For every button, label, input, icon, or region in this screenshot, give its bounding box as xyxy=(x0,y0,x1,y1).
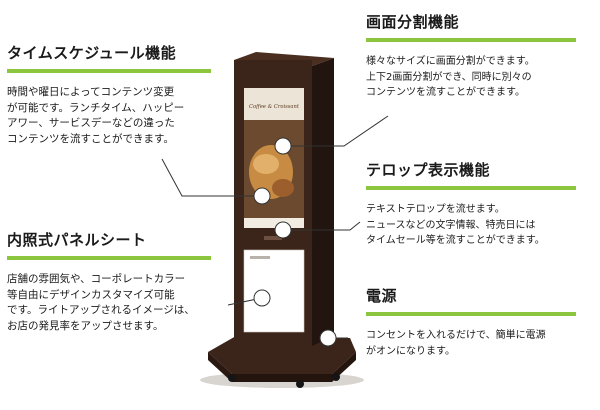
accent-bar xyxy=(366,38,576,42)
screen-food-image-shade xyxy=(272,179,294,197)
feature-power-supply: 電源 コンセントを入れるだけで、簡単に電源 がオンになります。 xyxy=(366,286,576,359)
feature-description: 店舗の雰囲気や、コーポレートカラー 等自由にデザインカスタマイズ可能 です。ライ… xyxy=(7,273,195,332)
feature-title: 画面分割機能 xyxy=(366,13,460,31)
feature-description: コンセントを入れるだけで、簡単に電源 がオンになります。 xyxy=(366,330,546,357)
feature-description: テキストテロップを流せます。 ニュースなどの文字情報、特売日には タイムセール等… xyxy=(366,204,545,246)
stand-base-front xyxy=(208,352,232,382)
screen-title: Coffee & Croissant xyxy=(249,104,300,110)
feature-telop-display: テロップ表示機能 テキストテロップを流せます。 ニュースなどの文字情報、特売日に… xyxy=(366,160,576,249)
feature-panel-sheet: 内照式パネルシート 店舗の雰囲気や、コーポレートカラー 等自由にデザインカスタマ… xyxy=(7,230,211,334)
accent-bar xyxy=(366,312,576,316)
feature-title: 内照式パネルシート xyxy=(7,231,147,249)
screen-header-strip xyxy=(244,88,304,120)
feature-title: タイムスケジュール機能 xyxy=(7,44,177,62)
caster-wheel xyxy=(332,373,340,381)
stand-base-side xyxy=(232,352,356,382)
feature-description: 様々なサイズに画面分割ができます。 上下2画面分割ができ、同時に別々の コンテン… xyxy=(366,56,535,98)
cabinet-side xyxy=(312,58,334,346)
illuminated-panel-sheet xyxy=(243,249,305,333)
feature-title: 電源 xyxy=(366,287,398,305)
panel-sheet-label xyxy=(250,256,270,259)
feature-screen-split: 画面分割機能 様々なサイズに画面分割ができます。 上下2画面分割ができ、同時に別… xyxy=(366,12,576,101)
feature-description: 時間や曜日によってコンテンツ変更 が可能です。ランチタイム、ハッピー アワー、サ… xyxy=(7,86,185,145)
caster-wheel xyxy=(296,380,304,388)
accent-bar xyxy=(366,186,576,190)
accent-bar xyxy=(7,256,211,260)
accent-bar xyxy=(7,69,211,73)
screen-food-image-highlight xyxy=(253,154,279,174)
caster-wheel xyxy=(228,374,236,382)
screen-footer-strip xyxy=(244,218,304,228)
brand-plate xyxy=(264,236,282,240)
feature-time-schedule: タイムスケジュール機能 時間や曜日によってコンテンツ変更 が可能です。ランチタイ… xyxy=(7,43,211,147)
feature-title: テロップ表示機能 xyxy=(366,161,491,179)
